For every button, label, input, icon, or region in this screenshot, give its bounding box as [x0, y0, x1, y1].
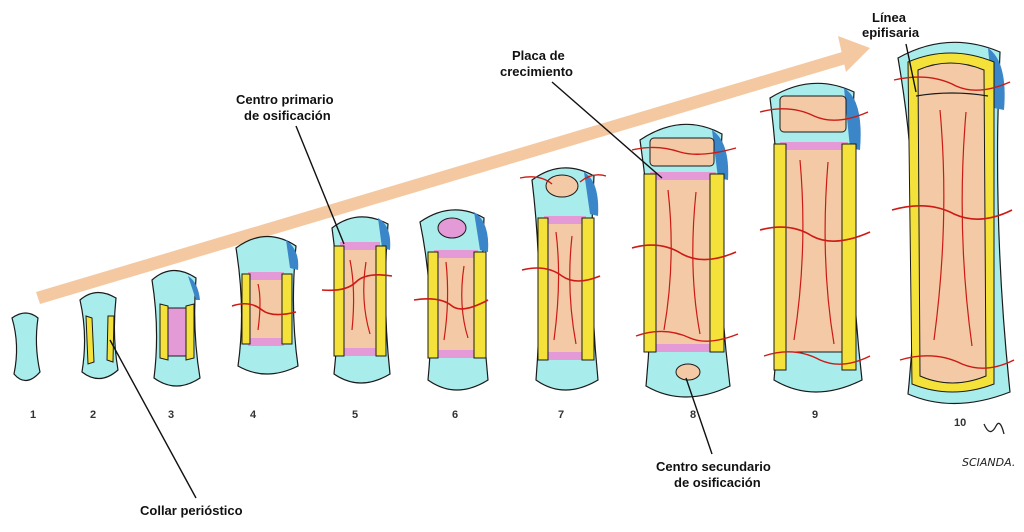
- label-secondary-center-1: Centro secundario: [656, 459, 771, 474]
- bone-stage-4: [231, 235, 299, 375]
- stage-number-10: 10: [954, 417, 966, 429]
- stage-number-9: 9: [812, 409, 818, 421]
- leader-lines: [109, 43, 917, 499]
- stage-number-1: 1: [30, 409, 36, 421]
- label-epiphyseal-line-2: epifisaria: [862, 25, 920, 40]
- stage-number-5: 5: [352, 409, 358, 421]
- leader-primary-center: [295, 125, 345, 245]
- stage-number-4: 4: [250, 409, 257, 421]
- leader-growth-plate: [551, 81, 663, 179]
- label-secondary-center-2: de osificación: [674, 475, 761, 490]
- bone-stage-8: [631, 123, 739, 398]
- label-periosteal-collar: Collar perióstico: [140, 503, 243, 518]
- bone-stage-1: [11, 312, 41, 382]
- stage-number-8: 8: [690, 409, 696, 421]
- label-primary-center-1: Centro primario: [236, 92, 334, 107]
- stage-number-6: 6: [452, 409, 458, 421]
- bone-stage-6: [413, 209, 489, 391]
- stage-number-3: 3: [168, 409, 174, 421]
- bone-stage-9: [759, 82, 871, 393]
- stage-numbers: 1 2 3 4 5 6 7 8 9 10: [30, 409, 966, 429]
- bone-stage-10: [891, 41, 1015, 405]
- label-primary-center-2: de osificación: [244, 108, 331, 123]
- stage-number-7: 7: [558, 409, 564, 421]
- bone-stage-2: [79, 291, 119, 380]
- artist-signature: SCIANDA.: [962, 422, 1015, 469]
- label-growth-plate-1: Placa de: [512, 48, 565, 63]
- label-epiphyseal-line-1: Línea: [872, 10, 907, 25]
- label-growth-plate-2: crecimiento: [500, 64, 573, 79]
- bone-stage-7: [519, 167, 607, 391]
- growth-arrow: [36, 36, 870, 304]
- signature-text: SCIANDA.: [962, 456, 1015, 469]
- bone-stage-3: [151, 269, 201, 387]
- leader-epiphyseal-line: [905, 43, 917, 93]
- bone-stage-5: [321, 216, 393, 384]
- stage-number-2: 2: [90, 409, 96, 421]
- leader-secondary-center: [685, 377, 713, 455]
- leader-periosteal-collar: [109, 339, 197, 499]
